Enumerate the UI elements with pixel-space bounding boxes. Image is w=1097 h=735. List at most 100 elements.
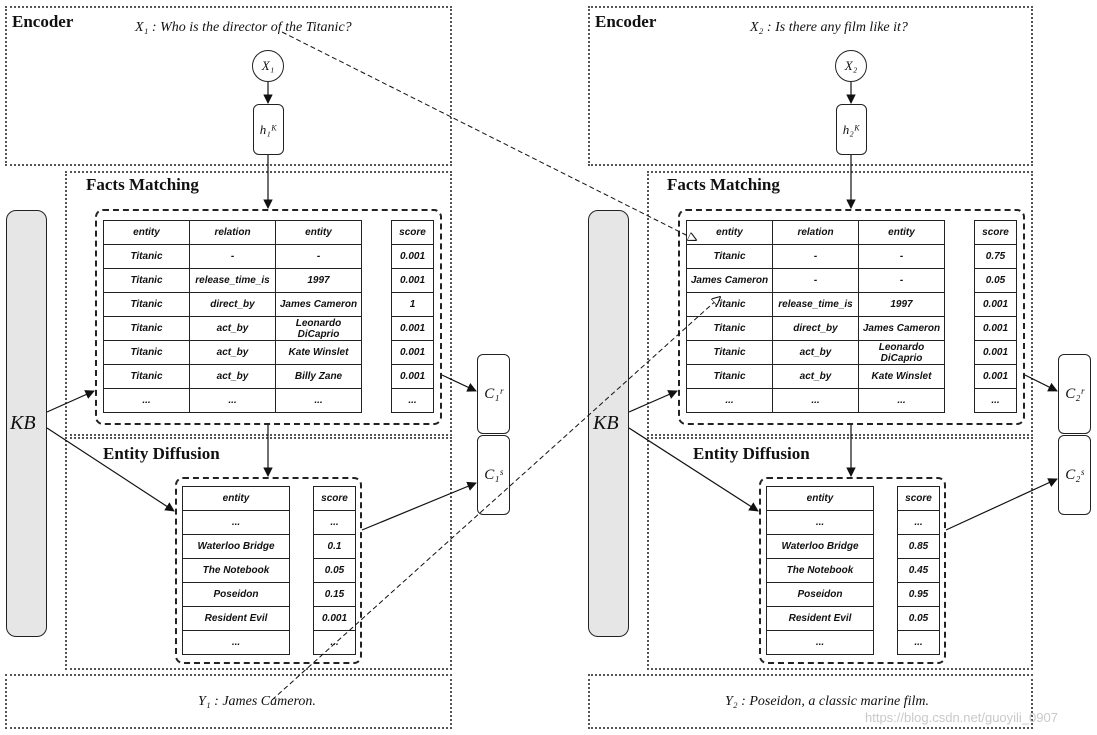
table-row: 0.15 — [313, 582, 356, 607]
diffusion-entity-cell: Waterloo Bridge — [766, 534, 874, 559]
right-encoder-title: Encoder — [595, 12, 657, 31]
diffusion-score-cell: 0.15 — [313, 582, 356, 607]
facts-cell: - — [189, 244, 276, 269]
facts-score-cell: ... — [391, 388, 434, 413]
facts-cell: Kate Winslet — [275, 340, 362, 365]
facts-cell: direct_by — [772, 316, 859, 341]
facts-score-cell-header: score — [974, 220, 1017, 245]
diffusion-entity-cell: ... — [182, 630, 290, 655]
left-diffusion-region — [65, 437, 452, 670]
arrow-kb2-to-diffusion2 — [628, 427, 759, 512]
facts-cell: ... — [772, 388, 859, 413]
table-row: 0.001 — [391, 340, 434, 365]
right-c-s-node: C₂ˢ — [1058, 435, 1091, 515]
left-hidden-node: h₁ᴷ — [253, 104, 284, 155]
right-kb-label: KB — [593, 412, 619, 434]
facts-cell: 1997 — [858, 292, 945, 317]
right-c-r-node: C₂ʳ — [1058, 354, 1091, 434]
facts-cell: act_by — [189, 316, 276, 341]
right-kb-bar — [588, 210, 629, 637]
facts-header-cell: entity — [275, 220, 362, 245]
facts-cell: James Cameron — [686, 268, 773, 293]
table-row: ......... — [686, 388, 945, 413]
facts-cell: ... — [275, 388, 362, 413]
left-facts-title: Facts Matching — [86, 175, 199, 194]
arrow-facts-to-c1r — [441, 374, 477, 392]
facts-score-cell: 0.001 — [974, 292, 1017, 317]
table-row: ... — [182, 630, 290, 655]
diffusion-score-cell: 0.1 — [313, 534, 356, 559]
facts-cell: Leonardo DiCaprio — [275, 316, 362, 341]
dashed-titanic-to-right-facts — [281, 31, 696, 240]
left-response: Y₁ : James Cameron. — [198, 694, 316, 709]
table-row: ... — [897, 630, 940, 655]
right-diffusion-frame — [759, 477, 946, 664]
facts-cell: act_by — [189, 340, 276, 365]
dashed-response-to-right-facts — [271, 297, 720, 701]
diffusion-score-cell: ... — [897, 630, 940, 655]
table-row: Poseidon — [182, 582, 290, 607]
table-row: 0.1 — [313, 534, 356, 559]
left-diffusion-title: Entity Diffusion — [103, 444, 220, 463]
facts-cell: Kate Winslet — [858, 364, 945, 389]
diffusion-score-cell: 0.95 — [897, 582, 940, 607]
diffusion-entity-cell: Poseidon — [182, 582, 290, 607]
arrow-kb-to-diffusion — [46, 427, 175, 512]
left-response-region — [5, 674, 452, 729]
facts-cell: Leonardo DiCaprio — [858, 340, 945, 365]
arrow-facts2-to-c2r — [1024, 374, 1058, 392]
facts-score-cell: ... — [974, 388, 1017, 413]
facts-cell: ... — [858, 388, 945, 413]
table-row: ... — [766, 630, 874, 655]
left-encoder-title: Encoder — [12, 12, 74, 31]
facts-cell: ... — [189, 388, 276, 413]
right-utterance: X₂ : Is there any film like it? — [750, 20, 908, 35]
right-facts-title: Facts Matching — [667, 175, 780, 194]
table-row: 0.001 — [313, 606, 356, 631]
facts-cell: Titanic — [103, 268, 190, 293]
table-row: 0.001 — [974, 316, 1017, 341]
left-kb-bar — [6, 210, 47, 637]
facts-cell: release_time_is — [189, 268, 276, 293]
facts-score-cell: 0.001 — [391, 340, 434, 365]
left-c-r-node: C₁ʳ — [477, 354, 510, 434]
facts-score-cell: 1 — [391, 292, 434, 317]
left-utterance: X₁ : Who is the director of the Titanic? — [135, 20, 352, 35]
diffusion-score-cell-header: score — [897, 486, 940, 511]
diffusion-score-cell: ... — [313, 630, 356, 655]
table-row: ... — [974, 388, 1017, 413]
arrow-kb2-to-facts2 — [628, 390, 678, 413]
facts-score-cell: 0.001 — [974, 316, 1017, 341]
facts-score-cell-header: score — [391, 220, 434, 245]
table-row: 0.001 — [974, 292, 1017, 317]
diffusion-score-cell: 0.001 — [313, 606, 356, 631]
facts-cell: Titanic — [686, 316, 773, 341]
facts-header-cell: entity — [686, 220, 773, 245]
diffusion-entity-cell: ... — [766, 630, 874, 655]
left-facts-region — [65, 171, 452, 436]
table-row: ......... — [103, 388, 362, 413]
facts-cell: - — [858, 268, 945, 293]
right-facts-region — [647, 171, 1033, 436]
facts-cell: act_by — [772, 364, 859, 389]
facts-score-cell: 0.001 — [974, 340, 1017, 365]
left-c-s-node: C₁ˢ — [477, 435, 510, 515]
right-diffusion-region — [647, 437, 1033, 670]
right-input-node: X₂ — [835, 50, 867, 82]
facts-cell: - — [858, 244, 945, 269]
arrow-kb-to-facts — [46, 390, 95, 413]
facts-cell: Titanic — [686, 292, 773, 317]
right-response: Y₂ : Poseidon, a classic marine film. — [725, 694, 929, 709]
